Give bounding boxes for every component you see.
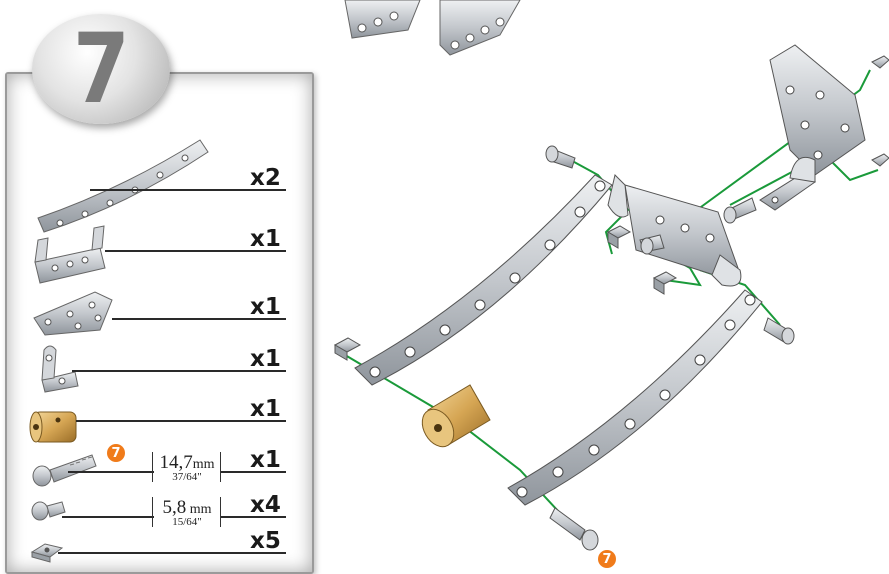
dim-bar-short-right xyxy=(220,497,221,527)
triangular-plate-icon xyxy=(34,292,112,335)
dim-short-screw-mm: 5,8 xyxy=(162,497,186,518)
flanged-plate-icon xyxy=(35,226,105,283)
assembly-coupling xyxy=(416,385,490,452)
dim-long-screw: 14,7mm 37/64" xyxy=(154,452,220,483)
step-number: 7 xyxy=(73,21,130,117)
qty-short-screw: x4 xyxy=(250,492,281,518)
dim-long-screw-mm: 14,7 xyxy=(159,452,192,473)
top-strip-right xyxy=(440,0,520,55)
assembly-curved-strip-lower xyxy=(508,290,762,505)
step-number-badge: 7 xyxy=(32,14,170,124)
qty-flanged-plate: x1 xyxy=(250,226,281,252)
coupling-icon xyxy=(30,412,76,442)
qty-square-nut: x5 xyxy=(250,528,281,554)
short-screw-icon xyxy=(32,502,65,520)
curved-strip-icon xyxy=(38,140,208,232)
dim-bar-long-left xyxy=(152,452,153,482)
qty-curved-strip: x2 xyxy=(250,165,281,191)
dim-short-screw: 5,8 mm 15/64" xyxy=(154,497,220,528)
top-strip-left xyxy=(345,0,420,38)
step-badge-panel-screw: 7 xyxy=(107,444,125,462)
qty-coupling: x1 xyxy=(250,396,281,422)
assembly-triangular-plate xyxy=(770,45,865,175)
dim-short-screw-unit: mm xyxy=(190,502,212,517)
dim-bar-long-right xyxy=(220,452,221,482)
assembly-curved-strip-upper xyxy=(355,175,612,385)
angle-bracket-icon xyxy=(42,346,78,392)
step-badge-assembly-screw: 7 xyxy=(598,550,616,568)
qty-angle-bracket: x1 xyxy=(250,346,281,372)
qty-long-screw: x1 xyxy=(250,447,281,473)
qty-triangular-plate: x1 xyxy=(250,294,281,320)
dim-long-screw-unit: mm xyxy=(193,457,215,472)
dim-bar-short-left xyxy=(152,497,153,527)
